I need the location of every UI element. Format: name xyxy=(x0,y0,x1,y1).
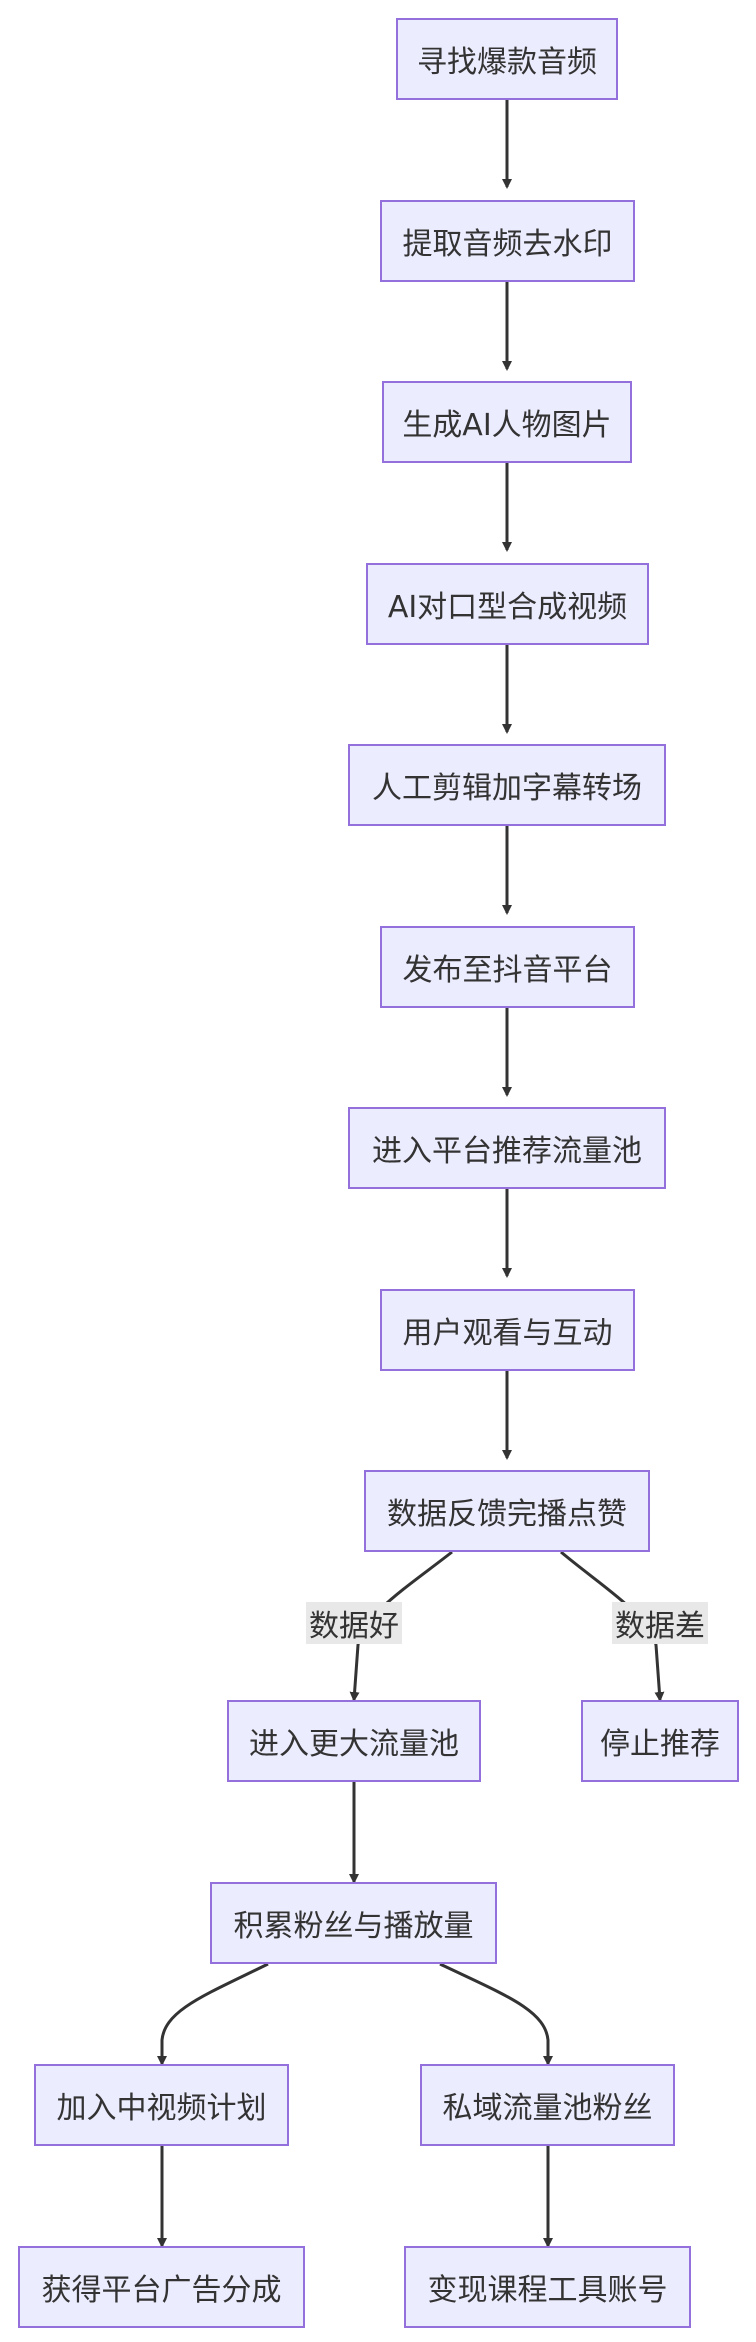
node-find-audio: 寻找爆款音频 xyxy=(396,18,618,100)
node-data-feedback: 数据反馈完播点赞 xyxy=(364,1470,650,1552)
edge-label-bad: 数据差 xyxy=(612,1602,708,1644)
node-bigger-pool: 进入更大流量池 xyxy=(227,1700,481,1782)
node-mid-video: 加入中视频计划 xyxy=(34,2064,289,2146)
node-extract-audio: 提取音频去水印 xyxy=(380,200,635,282)
node-user-watch: 用户观看与互动 xyxy=(380,1289,635,1371)
node-rec-pool: 进入平台推荐流量池 xyxy=(348,1107,666,1189)
node-edit: 人工剪辑加字幕转场 xyxy=(348,744,666,826)
node-stop-rec: 停止推荐 xyxy=(581,1700,739,1782)
node-publish: 发布至抖音平台 xyxy=(380,926,635,1008)
node-ad-revenue: 获得平台广告分成 xyxy=(18,2246,305,2328)
node-private-pool: 私域流量池粉丝 xyxy=(420,2064,675,2146)
node-monetize: 变现课程工具账号 xyxy=(404,2246,691,2328)
node-gen-image: 生成AI人物图片 xyxy=(382,381,632,463)
edge-accumulate-to-private xyxy=(439,1962,553,2066)
node-accumulate: 积累粉丝与播放量 xyxy=(210,1882,497,1964)
edge-accumulate-to-midvideo xyxy=(157,1962,269,2066)
node-lip-sync: AI对口型合成视频 xyxy=(366,563,649,645)
edge-label-good: 数据好 xyxy=(306,1602,402,1644)
